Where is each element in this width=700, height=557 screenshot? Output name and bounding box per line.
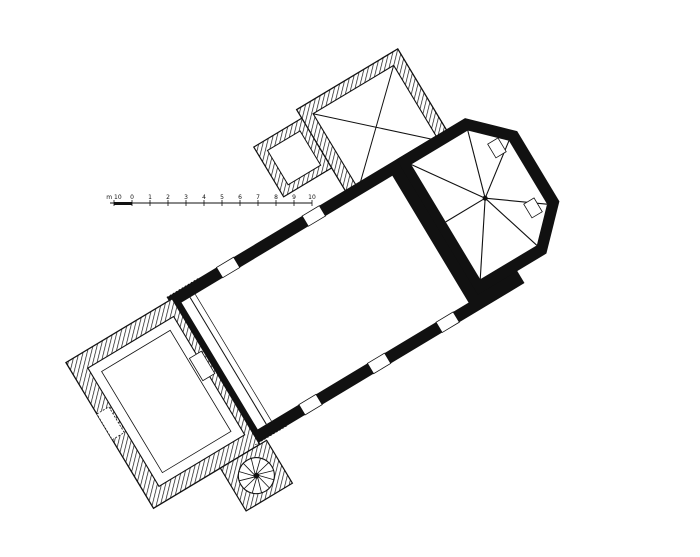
scale-label: 7: [256, 194, 260, 201]
stair-turret: [219, 439, 294, 512]
stair-tread: [251, 478, 257, 494]
scale-label: 4: [202, 194, 206, 201]
annex: [252, 117, 333, 198]
stair-tread: [257, 462, 270, 474]
scale-label: 6: [238, 194, 242, 201]
stair-tread: [258, 476, 270, 489]
apse: [396, 118, 560, 295]
stair-tread: [258, 470, 274, 475]
building: [65, 47, 560, 512]
stair-treads: [238, 458, 275, 494]
vault-boss: [482, 195, 488, 201]
stair-tread: [250, 458, 256, 474]
scale-bar: m 10 0 1 2 3 4 5 6 7 8 9 10: [106, 194, 316, 206]
scale-label: 8: [274, 194, 278, 201]
scale-label: 2: [166, 194, 170, 201]
stair-tread: [257, 478, 262, 493]
scale-label: 5: [220, 194, 224, 201]
scale-label: 0: [130, 194, 134, 201]
cross-vault-rib: [357, 65, 395, 190]
scale-label: 1: [148, 194, 152, 201]
scale-label: 9: [292, 194, 296, 201]
window-openings: [215, 205, 460, 416]
scale-bar-labels: m 10 0 1 2 3 4 5 6 7 8 9 10: [106, 194, 316, 201]
stair-tread: [242, 463, 255, 475]
stair-tread: [238, 471, 254, 477]
scale-label: 10: [308, 194, 316, 201]
west-tower: [65, 297, 261, 510]
scale-bar-ticks: [113, 200, 313, 206]
scale-label: m 10: [106, 194, 122, 201]
scale-label: 3: [184, 194, 188, 201]
stair-tread: [243, 477, 256, 490]
stair-tread: [259, 475, 275, 481]
stair-tread: [255, 458, 261, 473]
stair-tread: [239, 476, 254, 482]
